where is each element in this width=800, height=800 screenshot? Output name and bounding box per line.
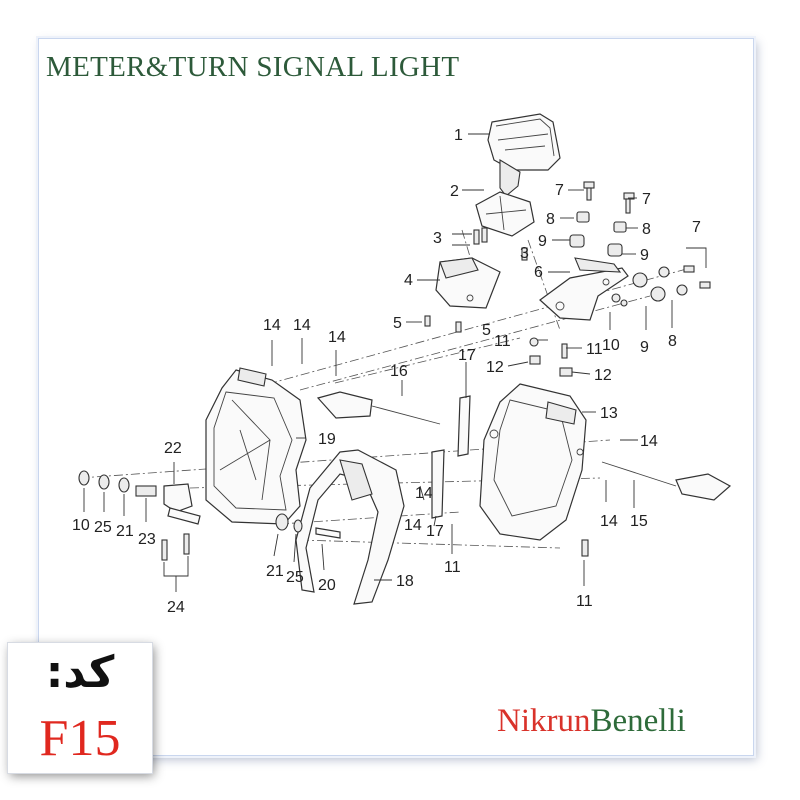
callout-18: 18 — [396, 573, 414, 590]
turn-signal-left — [316, 391, 441, 425]
callout-5: 5 — [393, 315, 402, 332]
callout-21: 21 — [116, 523, 134, 540]
bracket-17 — [431, 395, 471, 519]
callout-17: 17 — [458, 347, 476, 364]
callout-25: 25 — [94, 519, 112, 536]
headlight — [205, 367, 307, 525]
grommet-stack — [569, 181, 711, 307]
turn-signal-right — [601, 461, 732, 501]
callout-23: 23 — [138, 531, 156, 548]
side-cover — [479, 383, 587, 541]
callout-5: 5 — [482, 322, 491, 339]
leader-lines — [83, 133, 707, 592]
code-label: کد: — [45, 647, 115, 698]
callout-3: 3 — [520, 245, 529, 262]
callout-4: 4 — [404, 272, 413, 289]
callout-11: 11 — [586, 341, 603, 358]
callout-2: 2 — [450, 183, 459, 200]
diagram-frame — [38, 38, 754, 756]
callout-11: 11 — [494, 333, 511, 350]
callout-14: 14 — [404, 517, 422, 534]
screw-5 — [424, 315, 462, 333]
front-cowl — [295, 449, 405, 605]
callout-11: 11 — [576, 593, 593, 610]
callout-6: 6 — [534, 264, 543, 281]
mounting-hardware — [78, 337, 589, 561]
callout-9: 9 — [640, 339, 649, 356]
bolt-3 — [473, 227, 528, 261]
callout-15: 15 — [630, 513, 648, 530]
callout-25: 25 — [286, 569, 304, 586]
callout-17: 17 — [426, 523, 444, 540]
callout-3: 3 — [433, 230, 442, 247]
code-value: F15 — [39, 710, 121, 767]
callout-1: 1 — [454, 127, 463, 144]
meter-unit — [487, 113, 561, 197]
callout-8: 8 — [642, 221, 651, 238]
diagram-title: METER&TURN SIGNAL LIGHT — [46, 51, 460, 83]
callout-9: 9 — [538, 233, 547, 250]
brand-part-2: Benelli — [590, 703, 686, 739]
callout-19: 19 — [318, 431, 336, 448]
callout-8: 8 — [668, 333, 677, 350]
callout-10: 10 — [602, 337, 620, 354]
callout-14: 14 — [415, 485, 433, 502]
callout-12: 12 — [486, 359, 504, 376]
callout-14: 14 — [328, 329, 346, 346]
callout-labels: 1 2 3 3 4 5 5 6 7 7 7 8 8 8 9 9 9 10 10 … — [72, 127, 701, 616]
callout-7: 7 — [692, 219, 701, 236]
part-code-box: کد: F15 — [8, 643, 152, 773]
callout-10: 10 — [72, 517, 90, 534]
callout-14: 14 — [640, 433, 658, 450]
callout-14: 14 — [600, 513, 618, 530]
brand-watermark: NikrunBenelli — [497, 703, 686, 740]
callout-11: 11 — [444, 559, 461, 576]
callout-12: 12 — [594, 367, 612, 384]
callout-14: 14 — [263, 317, 281, 334]
callout-20: 20 — [318, 577, 336, 594]
brand-part-1: Nikrun — [497, 703, 591, 739]
callout-14: 14 — [293, 317, 311, 334]
callout-22: 22 — [164, 440, 182, 457]
mount-plate — [539, 257, 629, 321]
meter-bracket — [475, 191, 535, 237]
callout-7: 7 — [642, 191, 651, 208]
meter-cover — [435, 257, 501, 309]
callout-8: 8 — [546, 211, 555, 228]
callout-13: 13 — [600, 405, 618, 422]
callout-16: 16 — [390, 363, 408, 380]
callout-24: 24 — [167, 599, 185, 616]
callout-9: 9 — [640, 247, 649, 264]
callout-7: 7 — [555, 182, 564, 199]
callout-21: 21 — [266, 563, 284, 580]
